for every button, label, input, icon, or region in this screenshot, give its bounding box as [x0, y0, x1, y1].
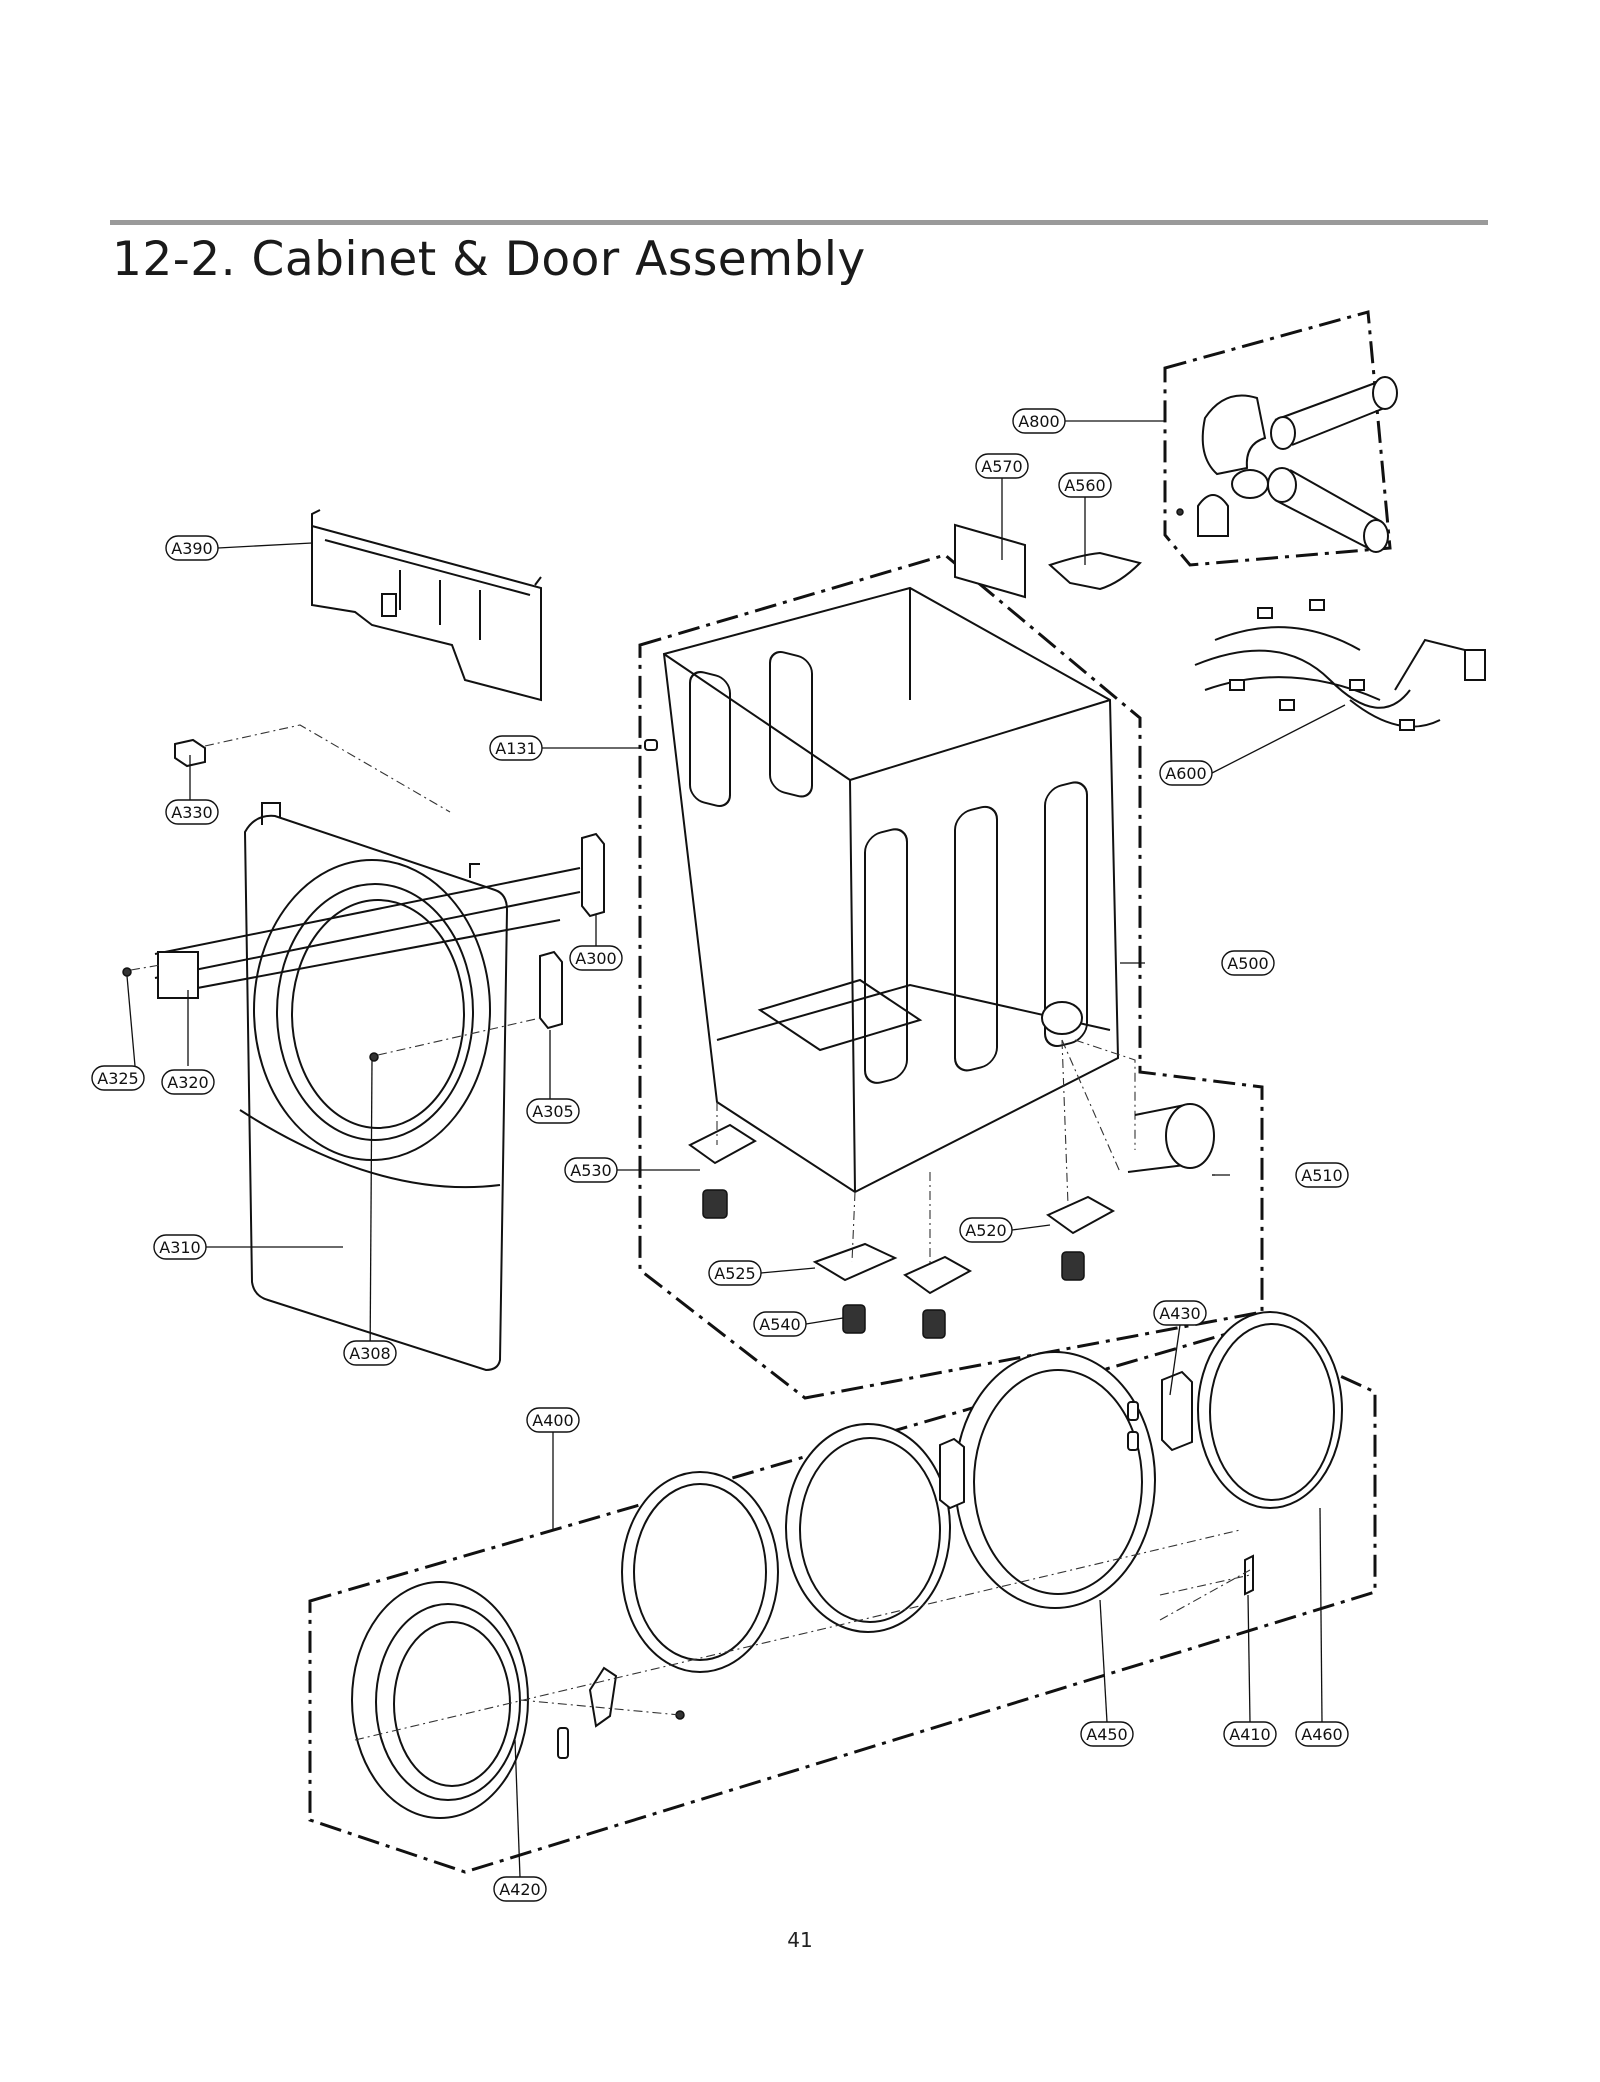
- callout-a540: A540: [753, 1311, 807, 1337]
- cover-plate-part: [954, 523, 1026, 599]
- callout-a520: A520: [959, 1217, 1013, 1243]
- cabinet-part: [644, 586, 1120, 1194]
- callout-a450: A450: [1080, 1721, 1134, 1747]
- callout-a510: A510: [1295, 1162, 1349, 1188]
- callout-a305: A305: [526, 1098, 580, 1124]
- clip-guide: [204, 724, 451, 813]
- page-title: 12-2. Cabinet & Door Assembly: [112, 232, 866, 287]
- svg-text:A305: A305: [532, 1102, 573, 1121]
- bracket-a305-part: [539, 950, 563, 1030]
- clip-part: [174, 738, 206, 768]
- screw-a325: [122, 967, 132, 977]
- svg-text:A400: A400: [532, 1411, 573, 1430]
- callout-a430: A430: [1153, 1300, 1207, 1326]
- duct-kit-group-box: [1163, 310, 1392, 567]
- door-assembly-part: [351, 1311, 1343, 1819]
- callout-a131: A131: [489, 735, 543, 761]
- front-panel-part: [239, 802, 509, 1372]
- svg-text:A530: A530: [570, 1161, 611, 1180]
- svg-text:A510: A510: [1301, 1166, 1342, 1185]
- callout-a390: A390: [165, 535, 219, 561]
- callout-a400: A400: [526, 1407, 580, 1433]
- duct-kit-part: [1176, 376, 1398, 553]
- svg-text:A570: A570: [981, 457, 1022, 476]
- callout-a320: A320: [161, 1069, 215, 1095]
- svg-text:A450: A450: [1086, 1725, 1127, 1744]
- svg-text:A430: A430: [1159, 1304, 1200, 1323]
- leader-lines: [126, 420, 1346, 1878]
- svg-text:A600: A600: [1165, 764, 1206, 783]
- upper-back-panel-part: [311, 509, 542, 702]
- callout-a530: A530: [564, 1157, 618, 1183]
- svg-text:A540: A540: [759, 1315, 800, 1334]
- callout-a460: A460: [1295, 1721, 1349, 1747]
- svg-text:A800: A800: [1018, 412, 1059, 431]
- callout-a330: A330: [165, 799, 219, 825]
- callout-a300: A300: [569, 945, 623, 971]
- svg-text:A420: A420: [499, 1880, 540, 1899]
- leveling-feet-part: [688, 1039, 1116, 1339]
- svg-text:A310: A310: [159, 1238, 200, 1257]
- callout-a600: A600: [1159, 760, 1213, 786]
- latch-bar-part: [157, 951, 199, 999]
- svg-text:A525: A525: [714, 1264, 755, 1283]
- callout-a500: A500: [1221, 950, 1275, 976]
- callout-a570: A570: [975, 453, 1029, 479]
- callout-a800: A800: [1012, 408, 1066, 434]
- callout-a308: A308: [343, 1340, 397, 1366]
- svg-text:A390: A390: [171, 539, 212, 558]
- svg-text:A131: A131: [495, 739, 536, 758]
- wire-harness-part: [1194, 599, 1486, 731]
- header-rule: [110, 220, 1488, 225]
- page-number: 41: [787, 1928, 813, 1952]
- svg-text:A410: A410: [1229, 1725, 1270, 1744]
- callout-a325: A325: [91, 1065, 145, 1091]
- svg-text:A330: A330: [171, 803, 212, 822]
- cabinet-group-box: [638, 553, 1264, 1400]
- duct-bracket-part: [1048, 551, 1142, 591]
- callout-a525: A525: [708, 1260, 762, 1286]
- callout-a410: A410: [1223, 1721, 1277, 1747]
- callout-a560: A560: [1058, 472, 1112, 498]
- svg-text:A320: A320: [167, 1073, 208, 1092]
- screw-a308: [369, 1052, 379, 1062]
- callout-a310: A310: [153, 1234, 207, 1260]
- svg-text:A460: A460: [1301, 1725, 1342, 1744]
- svg-text:A560: A560: [1064, 476, 1105, 495]
- rail-lines: [154, 867, 581, 996]
- svg-text:A300: A300: [575, 949, 616, 968]
- svg-text:A308: A308: [349, 1344, 390, 1363]
- svg-text:A325: A325: [97, 1069, 138, 1088]
- bracket-a300-part: [581, 832, 605, 918]
- svg-text:A520: A520: [965, 1221, 1006, 1240]
- svg-text:A500: A500: [1227, 954, 1268, 973]
- screw-guides: [130, 964, 541, 1056]
- callout-a420: A420: [493, 1876, 547, 1902]
- exhaust-duct-part: [1061, 1039, 1215, 1173]
